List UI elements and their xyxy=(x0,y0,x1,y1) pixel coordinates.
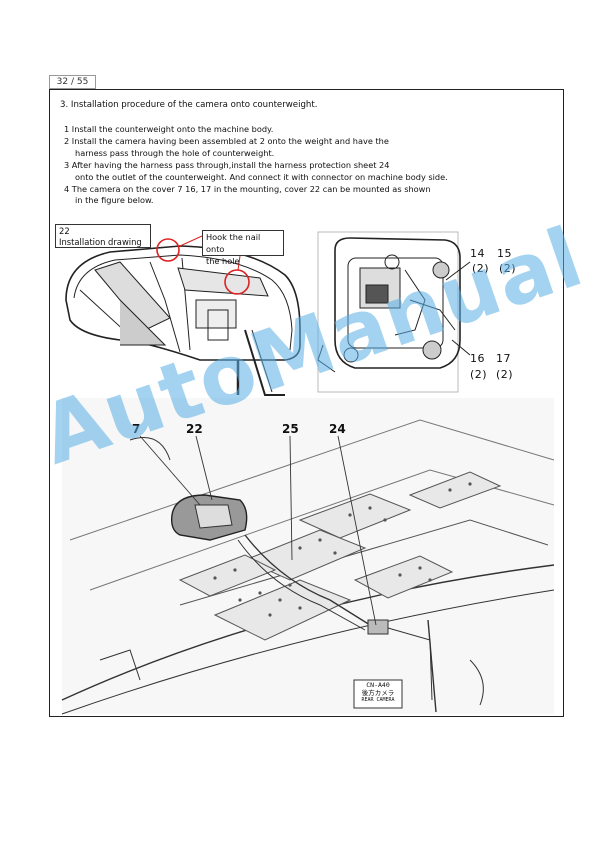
step-line: 2 Install the camera having been assembl… xyxy=(64,135,389,146)
connector-jp-label: 後方カメラ xyxy=(361,688,395,697)
part-number-22: 22 xyxy=(186,422,203,436)
instruction-steps: 1 Install the counterweight onto the mac… xyxy=(64,124,448,207)
callout-15: 15 xyxy=(497,247,512,260)
part-leader-lines xyxy=(139,435,377,626)
machine-perspective-illustration xyxy=(61,398,555,715)
step-line: in the figure below. xyxy=(75,195,154,206)
connector-tag: CN-A40 後方カメラ REAR CAMERA xyxy=(356,681,400,705)
callout-15-qty: (2) xyxy=(499,262,517,275)
step-line: 4 The camera on the cover 7 16, 17 in th… xyxy=(64,183,431,194)
section-heading: 3. Installation procedure of the camera … xyxy=(60,100,318,110)
hook-note-line: Hook the nail onto xyxy=(206,232,261,254)
page-number-label: 32 / 55 xyxy=(49,75,96,89)
hook-nail-note: Hook the nail onto the hole xyxy=(202,230,284,266)
step-line: onto the outlet of the counterweight. An… xyxy=(75,171,448,182)
connector-code: CN-A40 xyxy=(366,681,390,689)
part-number-24: 24 xyxy=(329,422,346,436)
cover-section-illustration xyxy=(65,235,301,396)
drawing-number: 22 xyxy=(59,226,70,236)
callout-17: 17 xyxy=(496,352,511,365)
callout-16-qty: (2) xyxy=(470,368,488,381)
content-frame xyxy=(49,89,564,717)
callout-17-qty: (2) xyxy=(496,368,514,381)
part-number-7: 7 xyxy=(132,422,141,436)
camera-rear-view-illustration xyxy=(317,231,471,393)
part-number-25: 25 xyxy=(282,422,299,436)
hook-note-line: the hole xyxy=(206,256,240,266)
callout-16: 16 xyxy=(470,352,485,365)
drawing-title: Installation drawing xyxy=(59,237,142,247)
step-line: 3 After having the harness pass through,… xyxy=(64,159,390,170)
connector-sub-label: REAR CAMERA xyxy=(361,697,395,703)
step-line: 1 Install the counterweight onto the mac… xyxy=(64,124,274,134)
installation-drawing-label: 22 Installation drawing xyxy=(55,224,151,248)
step-line: harness pass through the hole of counter… xyxy=(75,147,275,158)
callout-14: 14 xyxy=(470,247,485,260)
callout-14-qty: (2) xyxy=(472,262,490,275)
